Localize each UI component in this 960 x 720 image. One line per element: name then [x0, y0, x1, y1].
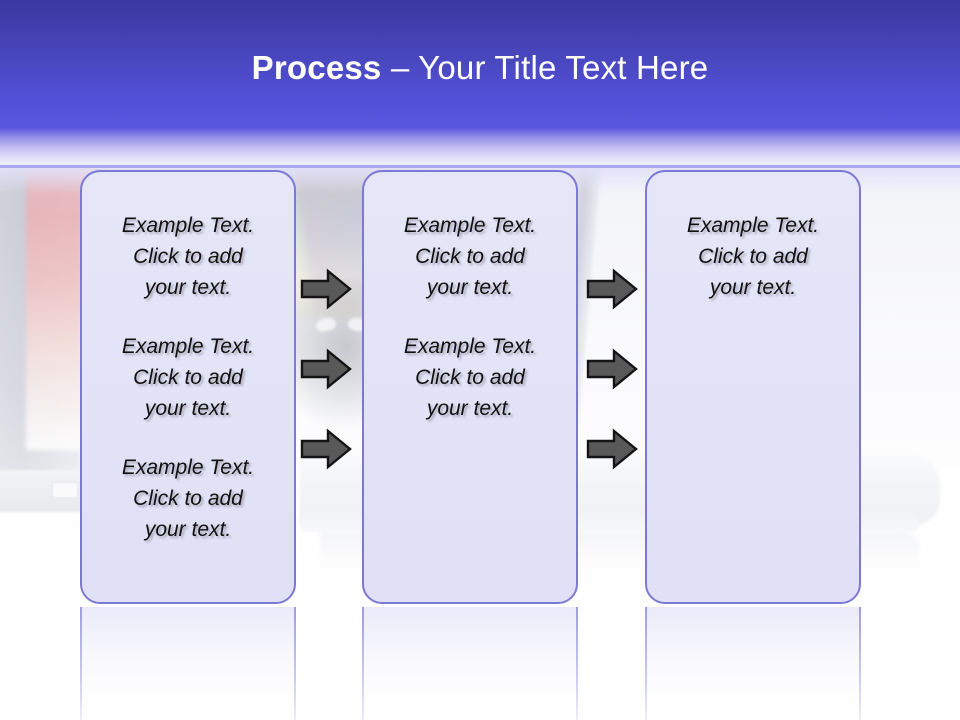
process-box-1[interactable]: Example Text. Click to add your text. Ex… [80, 170, 296, 604]
right-block-arrow-icon[interactable] [300, 428, 352, 470]
process-box-1-reflection [80, 607, 296, 720]
process-box-1-content: Example Text. Click to add your text. Ex… [82, 172, 294, 545]
process-box-2[interactable]: Example Text. Click to add your text. Ex… [362, 170, 578, 604]
process-box-1-paragraph-3[interactable]: Example Text. Click to add your text. [121, 456, 255, 541]
process-box-3-content: Example Text. Click to add your text. [647, 172, 859, 303]
title-banner-fade [0, 128, 960, 168]
process-box-2-paragraph-2[interactable]: Example Text. Click to add your text. [403, 335, 537, 420]
page-title-bold: Process [251, 49, 382, 86]
process-box-1-paragraph-2[interactable]: Example Text. Click to add your text. [121, 335, 255, 420]
process-box-2-content: Example Text. Click to add your text. Ex… [364, 172, 576, 424]
process-box-2-paragraph-1[interactable]: Example Text. Click to add your text. [403, 214, 537, 299]
title-banner-rule [0, 165, 960, 168]
right-block-arrow-icon[interactable] [586, 428, 638, 470]
page-title-rest: – Your Title Text Here [381, 49, 709, 86]
process-box-3[interactable]: Example Text. Click to add your text. [645, 170, 861, 604]
right-block-arrow-icon[interactable] [300, 348, 352, 390]
right-block-arrow-icon[interactable] [586, 268, 638, 310]
title-banner [0, 0, 960, 128]
process-box-1-paragraph-1[interactable]: Example Text. Click to add your text. [121, 214, 255, 299]
process-box-2-reflection [362, 607, 578, 720]
right-block-arrow-icon[interactable] [586, 348, 638, 390]
process-box-3-paragraph-1[interactable]: Example Text. Click to add your text. [686, 214, 820, 299]
page-title: Process – Your Title Text Here [0, 48, 960, 88]
right-block-arrow-icon[interactable] [300, 268, 352, 310]
process-box-3-reflection [645, 607, 861, 720]
